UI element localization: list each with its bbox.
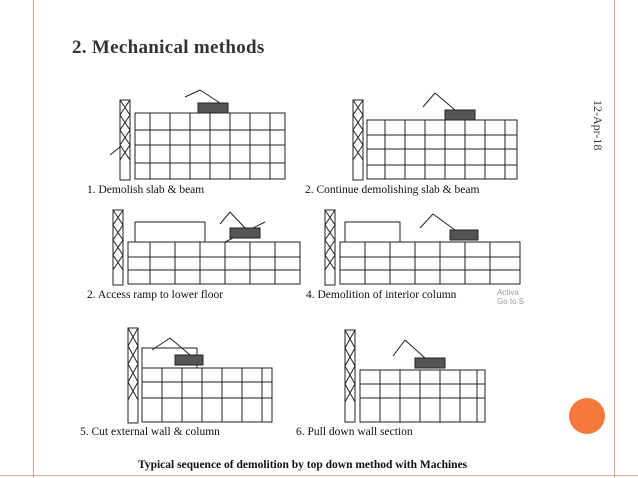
figure-caption: Typical sequence of demolition by top do… — [138, 459, 468, 471]
diagram-panel-6 — [344, 329, 486, 423]
diagram-panel-4 — [324, 209, 521, 286]
orange-circle — [569, 398, 605, 434]
caption-4: 4. Demolition of interior column — [306, 289, 457, 301]
slide-date: 12-Apr-18 — [591, 100, 605, 151]
border-line-bottom — [0, 475, 638, 476]
border-line-right — [614, 0, 615, 478]
diagram-panel-3 — [112, 209, 301, 286]
slide-title: 2. Mechanical methods — [72, 37, 265, 58]
caption-3: 2. Access ramp to lower floor — [87, 289, 224, 301]
caption-5: 5. Cut external wall & column — [80, 426, 220, 438]
caption-6: 6. Pull down wall section — [296, 426, 413, 438]
diagram-panel-2 — [352, 92, 518, 181]
caption-1: 1. Demolish slab & beam — [87, 184, 205, 196]
caption-2: 2. Continue demolishing slab & beam — [305, 184, 480, 196]
diagram-panel-1 — [109, 89, 286, 181]
diagram-panel-5 — [127, 327, 273, 424]
border-line-left — [33, 0, 34, 478]
